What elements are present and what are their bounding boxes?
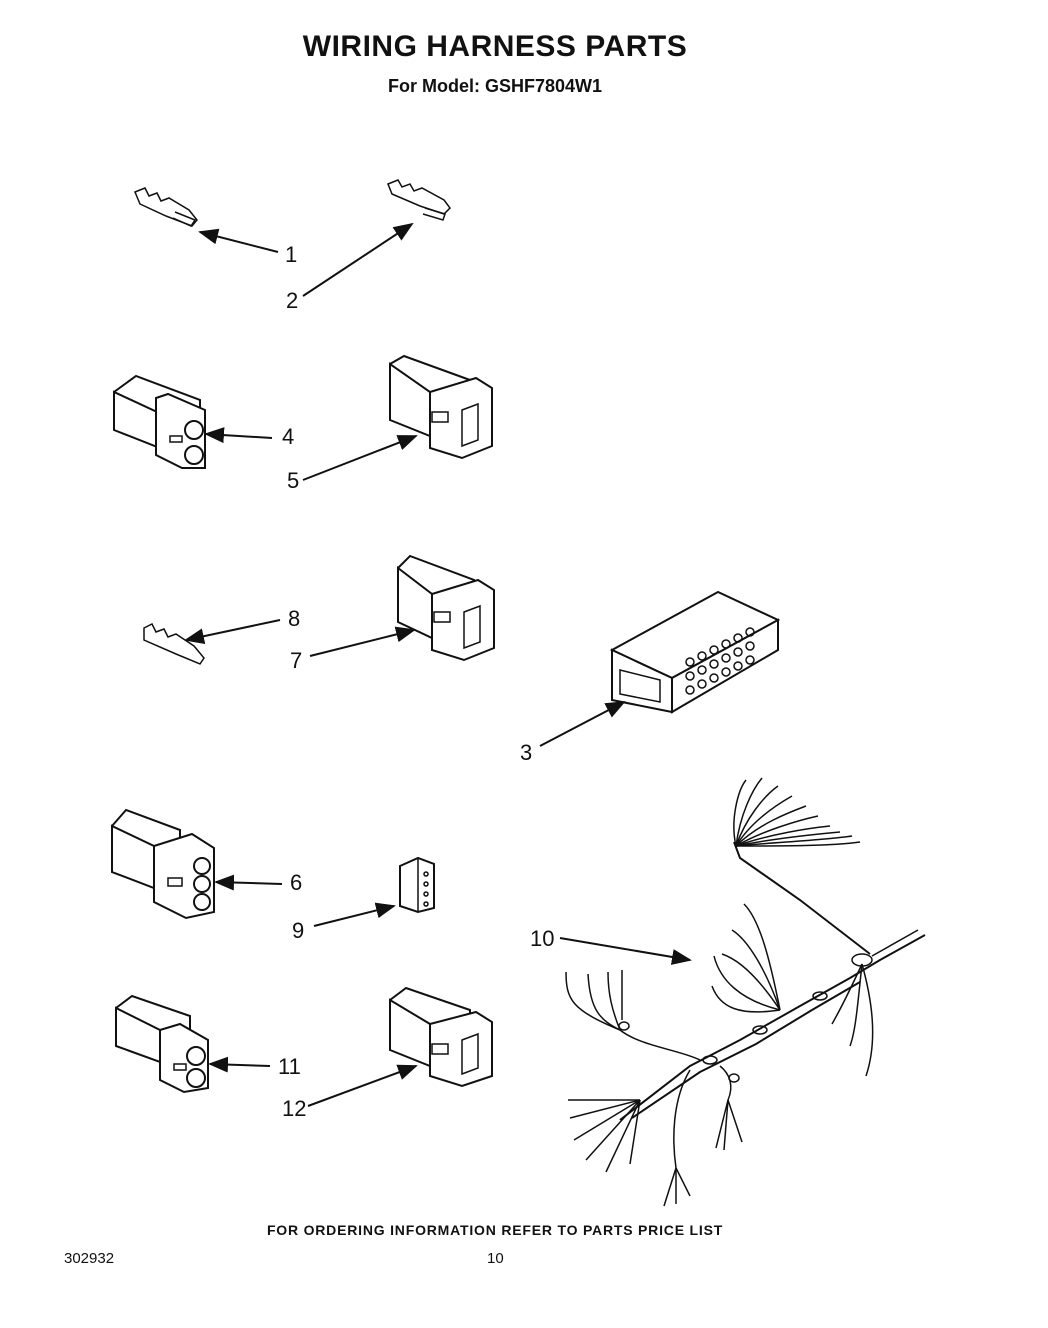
callout-10: 10 bbox=[530, 926, 554, 951]
part-10-wiring-harness bbox=[565, 777, 926, 1207]
part-8-terminal bbox=[143, 622, 205, 665]
page-number: 10 bbox=[487, 1250, 504, 1267]
ordering-info-note: FOR ORDERING INFORMATION REFER TO PARTS … bbox=[266, 1222, 724, 1238]
callout-6: 6 bbox=[290, 870, 302, 895]
leader-2 bbox=[302, 222, 414, 297]
part-4-connector-housing bbox=[113, 374, 206, 469]
leader-9 bbox=[313, 902, 396, 927]
leader-10 bbox=[559, 937, 692, 965]
leader-12 bbox=[307, 1064, 418, 1107]
leader-3 bbox=[539, 701, 626, 747]
callout-5: 5 bbox=[287, 468, 299, 493]
part-12-receptacle-housing bbox=[389, 986, 493, 1088]
callout-9: 9 bbox=[292, 918, 304, 943]
model-subtitle: For Model: GSHF7804W1 bbox=[387, 76, 603, 96]
callout-12: 12 bbox=[282, 1096, 306, 1121]
callout-7: 7 bbox=[290, 648, 302, 673]
leader-6 bbox=[214, 874, 283, 891]
part-5-receptacle-housing bbox=[389, 354, 493, 460]
callout-3: 3 bbox=[520, 740, 532, 765]
page-title: WIRING HARNESS PARTS bbox=[302, 30, 688, 63]
leader-11 bbox=[208, 1056, 271, 1073]
leader-4 bbox=[204, 427, 273, 444]
callout-4: 4 bbox=[282, 424, 294, 449]
leader-5 bbox=[302, 435, 418, 481]
part-2-terminal bbox=[387, 179, 451, 221]
document-number: 302932 bbox=[64, 1250, 115, 1267]
callout-8: 8 bbox=[288, 606, 300, 631]
leader-1 bbox=[198, 228, 279, 253]
callout-11: 11 bbox=[278, 1054, 301, 1079]
callout-2: 2 bbox=[286, 288, 298, 313]
leader-8 bbox=[184, 619, 281, 645]
part-7-receptacle-housing bbox=[397, 554, 495, 662]
callout-1: 1 bbox=[285, 242, 297, 267]
pin-holes bbox=[685, 627, 755, 695]
part-6-connector-housing bbox=[111, 808, 215, 920]
part-9-small-block bbox=[399, 856, 435, 914]
part-11-connector-housing bbox=[115, 994, 209, 1094]
part-3-multi-pin-block bbox=[609, 590, 781, 714]
part-1-terminal bbox=[134, 187, 198, 227]
leader-7 bbox=[309, 626, 416, 657]
